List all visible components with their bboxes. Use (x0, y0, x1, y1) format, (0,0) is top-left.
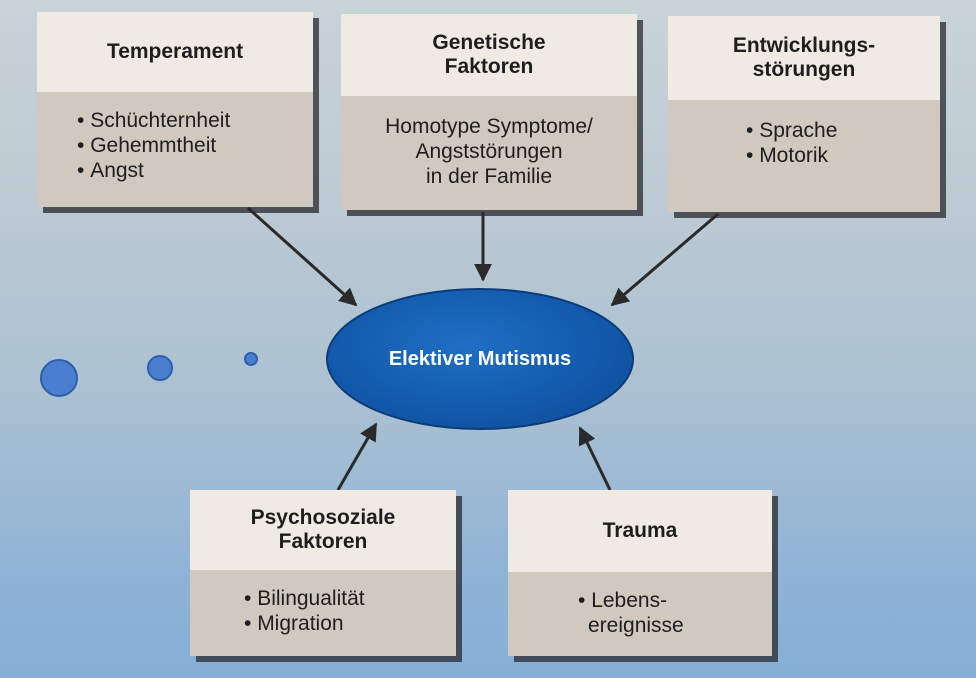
trauma-list-item: • Lebens- (578, 589, 668, 612)
list-item: Sprache (746, 118, 940, 143)
box-psychosocial-body: Bilingualität Migration (190, 570, 456, 656)
box-genetic: Genetische Faktoren Homotype Symptome/ A… (341, 14, 637, 210)
center-node-label: Elektiver Mutismus (388, 347, 572, 370)
box-psychosocial-title: Psychosoziale Faktoren (190, 490, 456, 570)
list-item: Motorik (746, 143, 940, 168)
box-genetic-body: Homotype Symptome/ Angststörungen in der… (341, 96, 637, 210)
center-node-elektiver-mutismus: Elektiver Mutismus (326, 288, 634, 430)
box-trauma: Trauma • Lebens- ereignisse (508, 490, 772, 656)
box-temperament-title: Temperament (37, 12, 313, 92)
list-item: Migration (244, 611, 456, 636)
arrow-temperament (246, 206, 358, 307)
list-item: Bilingualität (244, 586, 456, 611)
box-development-title: Entwicklungs- störungen (668, 16, 940, 100)
list-item: Schüchternheit (77, 108, 313, 133)
psychosocial-list: Bilingualität Migration (244, 586, 456, 636)
list-item: Angst (77, 158, 313, 183)
temperament-list: Schüchternheit Gehemmtheit Angst (77, 108, 313, 183)
arrow-psychosocial (336, 422, 378, 491)
development-list: Sprache Motorik (746, 118, 940, 168)
box-development: Entwicklungs- störungen Sprache Motorik (668, 16, 940, 212)
box-trauma-body: • Lebens- ereignisse (508, 572, 772, 656)
arrow-trauma (578, 426, 612, 491)
box-genetic-title: Genetische Faktoren (341, 14, 637, 96)
genetic-text-line: in der Familie (425, 165, 553, 188)
box-psychosocial: Psychosoziale Faktoren Bilingualität Mig… (190, 490, 456, 656)
list-item: Gehemmtheit (77, 133, 313, 158)
decorative-dot-small (244, 352, 258, 366)
genetic-text-line: Homotype Symptome/ (385, 115, 593, 138)
box-temperament-body: Schüchternheit Gehemmtheit Angst (37, 92, 313, 207)
box-temperament: Temperament Schüchternheit Gehemmtheit A… (37, 12, 313, 207)
decorative-dot-large (40, 359, 78, 397)
box-development-body: Sprache Motorik (668, 100, 940, 212)
arrow-development (610, 212, 719, 307)
trauma-list-item-continued: ereignisse (588, 614, 684, 637)
decorative-dot-medium (147, 355, 173, 381)
box-trauma-title: Trauma (508, 490, 772, 572)
genetic-text-line: Angststörungen (415, 140, 563, 163)
